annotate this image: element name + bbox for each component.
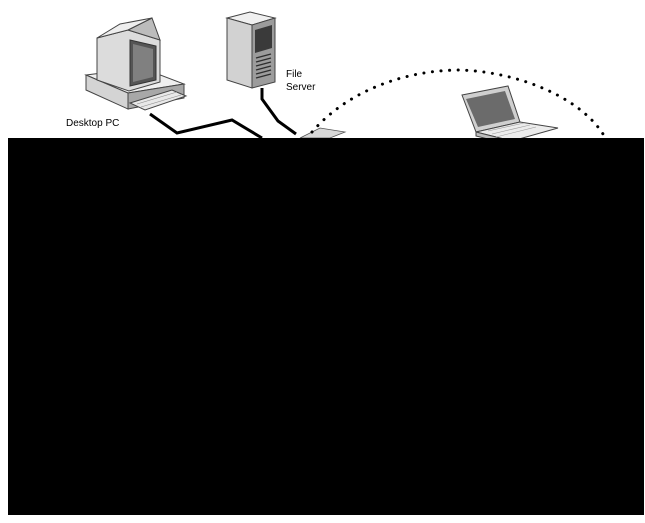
file-server-label-line1: File [286, 69, 303, 80]
file-server-label-line2: Server [286, 82, 316, 93]
file-server-icon [225, 11, 277, 89]
hub-device [299, 127, 347, 139]
wireless-link-arc [310, 68, 605, 136]
redacted-area [8, 138, 644, 515]
server-wired-connection-line [260, 88, 297, 136]
wired-connection-line [149, 112, 263, 140]
desktop-pc-icon [84, 17, 188, 111]
laptop-icon [461, 85, 559, 146]
desktop-pc-label: Desktop PC [66, 118, 119, 129]
